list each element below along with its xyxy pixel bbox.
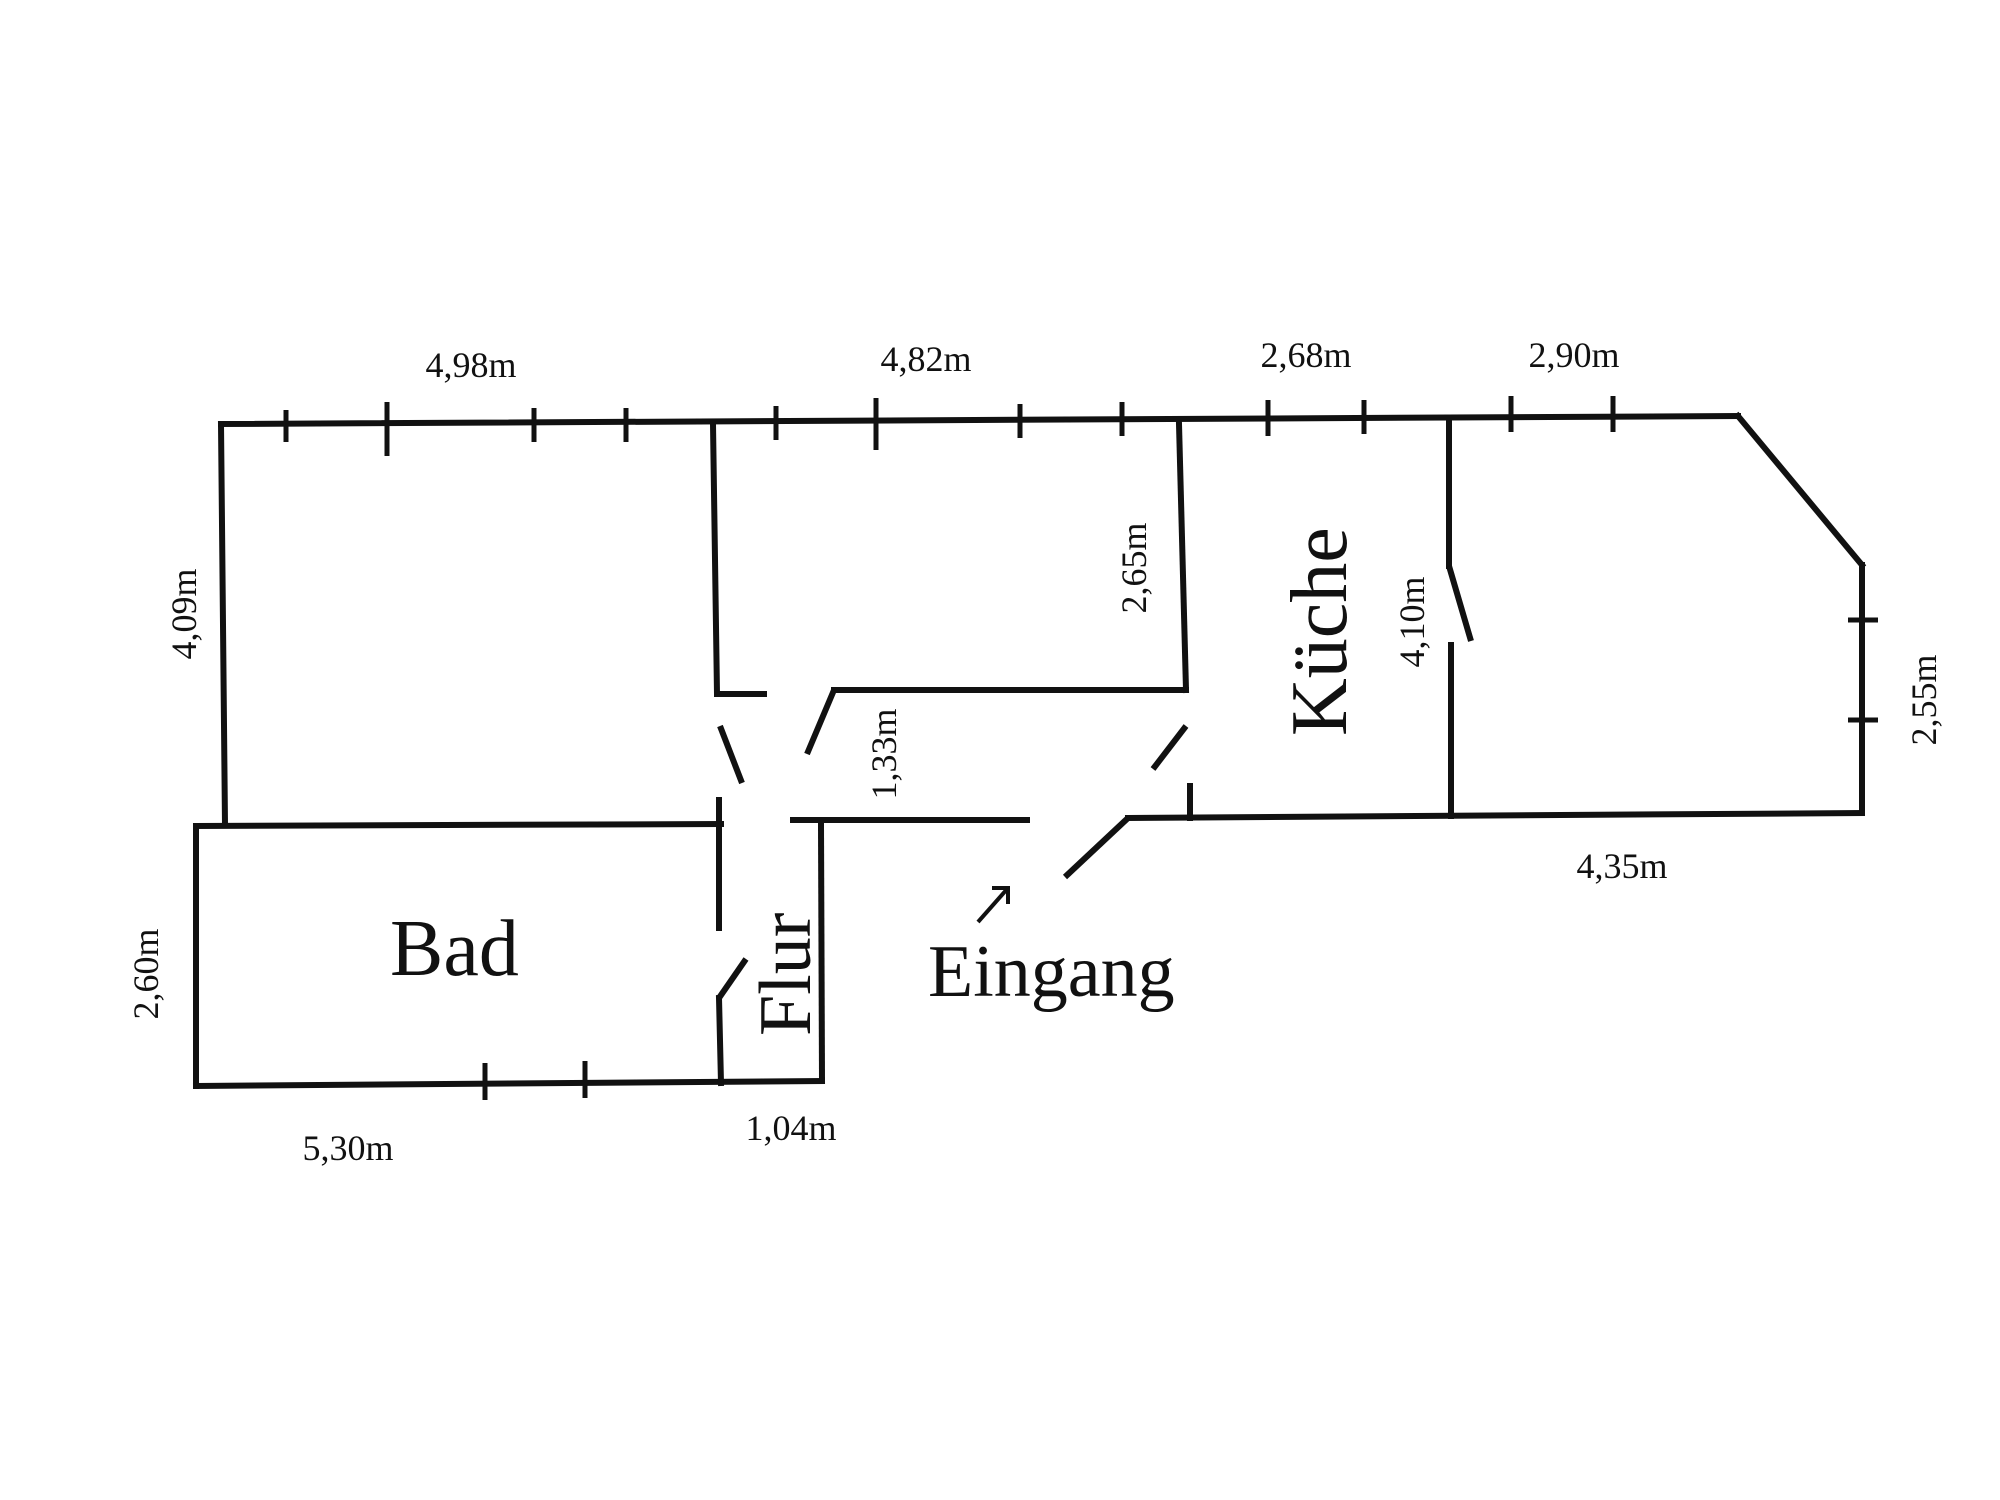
entrance-arrow-head: [992, 886, 1010, 904]
doors: [716, 565, 1474, 1000]
room-label-kueche: Küche: [1276, 527, 1364, 736]
dimension-label-right: 2,55m: [1904, 654, 1944, 745]
wall-angled-right: [1733, 411, 1867, 570]
wall-left-upper: [217, 420, 229, 829]
window-ticks: [283, 396, 1878, 1100]
dimension-label-bottom-left: 5,30m: [302, 1128, 393, 1168]
dimension-label-left-lower: 2,60m: [126, 928, 166, 1019]
wall-partition-1: [709, 420, 721, 698]
dimension-label-top-2: 4,82m: [880, 339, 971, 379]
entrance-arrow-shaft: [976, 886, 1010, 924]
wall-bottom-right: [1124, 809, 1866, 822]
room-label-bad: Bad: [390, 905, 519, 993]
wall-partition-2: [1175, 420, 1190, 694]
wall-top: [217, 412, 1742, 428]
door-room2: [804, 688, 837, 756]
dimension-label-inner-133: 1,33m: [864, 708, 904, 799]
door-room1: [717, 724, 745, 785]
dimension-label-left-upper: 4,09m: [164, 568, 204, 659]
dimension-label-top-3: 2,68m: [1260, 335, 1351, 375]
dimension-label-inner-410: 4,10m: [1392, 576, 1432, 667]
door-right-room: [1446, 565, 1474, 642]
dimension-label-top-4: 2,90m: [1528, 335, 1619, 375]
room-label-flur: Flur: [745, 913, 827, 1036]
dimension-label-inner-265: 2,65m: [1114, 522, 1154, 613]
wall-bad-top: [192, 820, 725, 830]
room-label-eingang: Eingang: [928, 931, 1175, 1013]
wall-flur-right: [817, 822, 826, 1085]
dimension-label-bottom-flur: 1,04m: [745, 1108, 836, 1148]
dimension-label-bottom-right: 4,35m: [1576, 846, 1667, 886]
door-kueche: [1150, 724, 1189, 771]
dimension-label-top-1: 4,98m: [425, 345, 516, 385]
door-bad: [716, 957, 749, 1000]
wall-bad-flur-lower: [715, 994, 725, 1087]
wall-bad-bottom: [192, 1077, 826, 1090]
entrance-arrow: [976, 886, 1010, 924]
door-entrance: [1062, 815, 1131, 880]
walls: [192, 411, 1867, 1090]
